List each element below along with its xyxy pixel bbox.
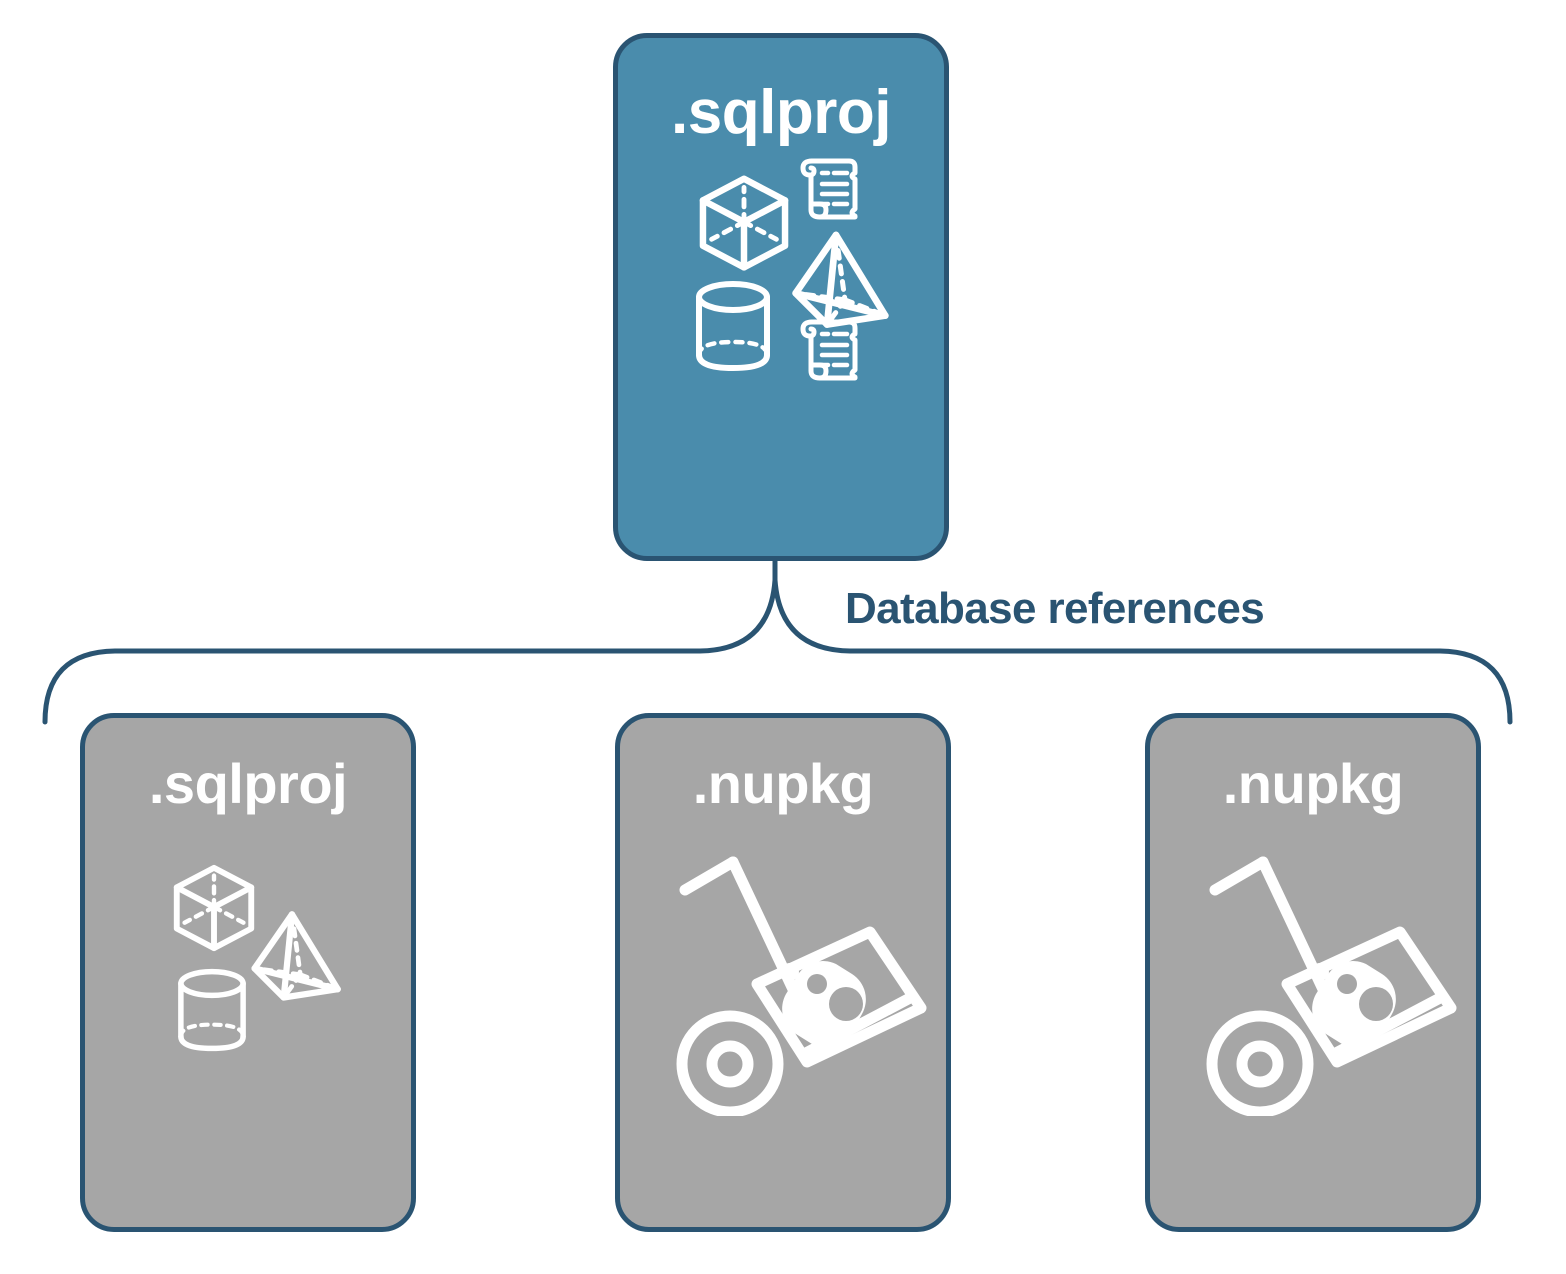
scroll-icon [800,319,858,381]
node-child-nupkg-2-title: .nupkg [1222,752,1404,815]
hand-truck-package-icon [676,856,927,1116]
node-child-nupkg-1-title: .nupkg [692,752,874,815]
cube-icon [699,175,789,271]
node-child-nupkg-2-icon-area [1150,812,1476,1227]
node-child-sqlproj-title: .sqlproj [148,752,348,815]
node-root-icon-area [618,144,944,556]
node-root-sqlproj[interactable]: .sqlproj [613,33,949,561]
cylinder-icon [696,281,770,371]
node-root-title: .sqlproj [671,78,891,147]
bracket-path [42,577,1513,725]
connector-label-database-references: Database references [845,584,1265,633]
scroll-icon [800,158,858,220]
node-child-sqlproj-icon-area [85,812,411,1227]
node-child-sqlproj[interactable]: .sqlproj [80,713,416,1232]
pyramid-icon [792,231,889,328]
node-child-nupkg-1[interactable]: .nupkg [615,713,951,1232]
node-child-nupkg-2[interactable]: .nupkg [1145,713,1481,1232]
pyramid-icon [251,911,341,1001]
node-child-nupkg-1-icon-area [620,812,946,1227]
cylinder-icon [178,968,246,1052]
hand-truck-package-icon [1206,856,1457,1116]
cube-icon [173,864,255,952]
